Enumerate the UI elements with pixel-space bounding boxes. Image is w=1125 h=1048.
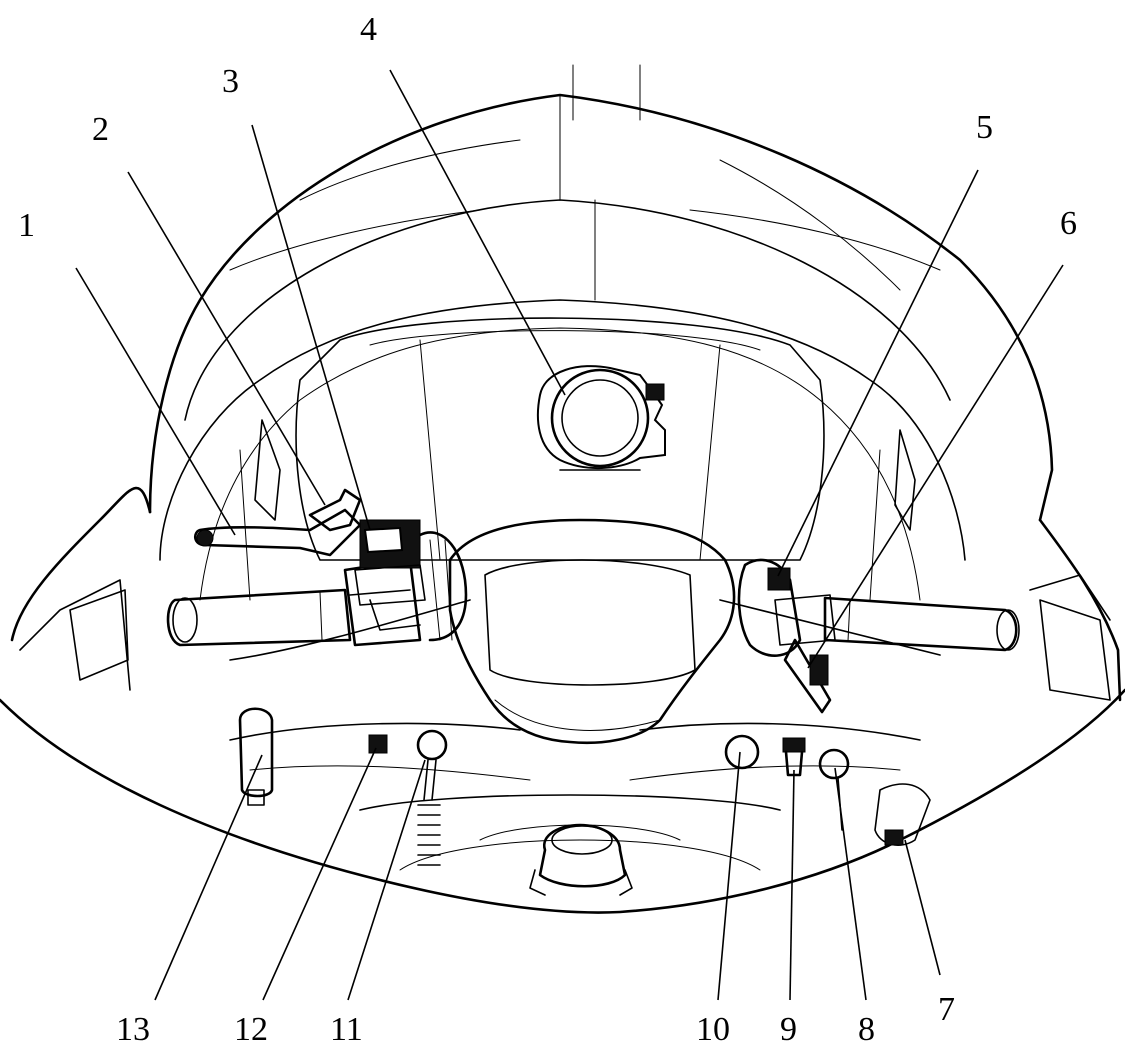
leader-lines <box>75 69 1064 1001</box>
lower-panel <box>229 722 921 871</box>
windshield <box>148 64 1054 522</box>
callout-7: 7 <box>938 991 955 1028</box>
item-1-brake-lever <box>194 508 362 557</box>
dashboard-housing <box>295 317 825 561</box>
callout-2: 2 <box>92 111 109 148</box>
callout-1: 1 <box>18 207 35 244</box>
callout-3: 3 <box>222 63 239 100</box>
callout-4: 4 <box>360 11 377 48</box>
right-handlebar <box>737 558 1020 657</box>
callout-9: 9 <box>780 1011 797 1048</box>
item-11-spring-switch <box>416 729 448 866</box>
item-4-ignition-ring <box>536 365 666 471</box>
callout-8: 8 <box>858 1011 875 1048</box>
callout-labels: 1 2 3 4 5 6 7 8 9 10 11 12 13 <box>18 11 1077 1048</box>
item-12-knob <box>368 734 388 754</box>
item-8-key-switch <box>818 748 850 831</box>
item-5-6-right-controls <box>767 567 832 714</box>
callout-10: 10 <box>696 1011 730 1048</box>
callout-13: 13 <box>116 1011 150 1048</box>
item-9-toggle-switch <box>782 737 806 777</box>
left-handlebar <box>166 531 468 647</box>
fuel-cap <box>529 823 633 896</box>
item-13-reservoir <box>238 707 274 806</box>
item-7-bracket <box>874 783 931 846</box>
front-fairing <box>0 299 1125 914</box>
item-10-button <box>724 734 760 770</box>
callout-5: 5 <box>976 109 993 146</box>
callout-12: 12 <box>234 1011 268 1048</box>
callout-6: 6 <box>1060 205 1077 242</box>
callout-11: 11 <box>330 1011 363 1048</box>
